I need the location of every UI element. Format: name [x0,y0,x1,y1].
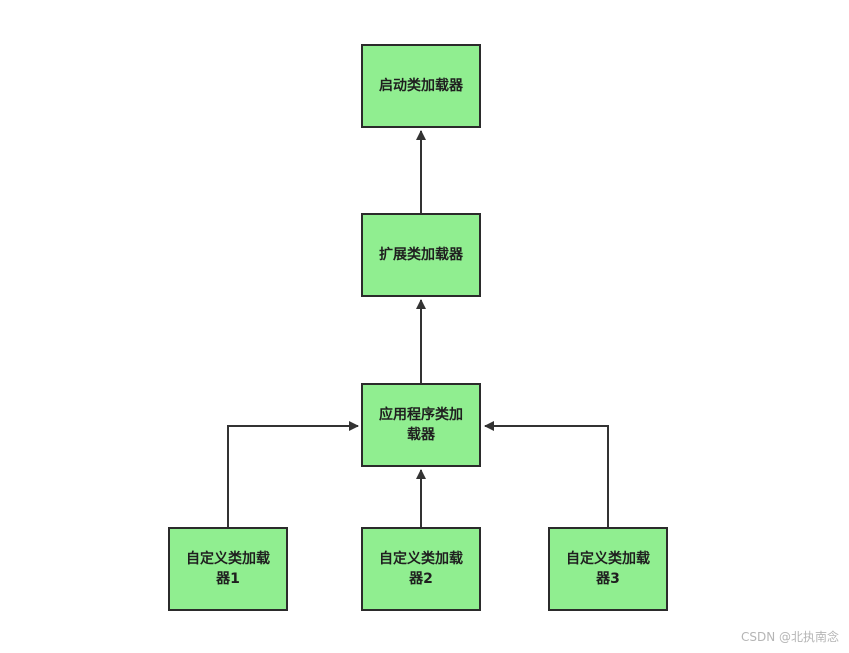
node-custom-class-loader-3: 自定义类加载器3 [548,527,668,611]
node-bootstrap-class-loader: 启动类加载器 [361,44,481,128]
edge-custom1-to-application [227,421,359,527]
node-label: 扩展类加载器 [379,247,463,263]
edge-custom3-to-application [484,421,609,527]
node-label: 自定义类加载器2 [379,551,463,587]
node-label: 应用程序类加载器 [379,407,463,443]
node-label: 启动类加载器 [379,78,463,94]
node-label: 自定义类加载器1 [186,551,270,587]
node-custom-class-loader-1: 自定义类加载器1 [168,527,288,611]
node-extension-class-loader: 扩展类加载器 [361,213,481,297]
watermark: CSDN @北执南念 [740,630,839,644]
node-custom-class-loader-2: 自定义类加载器2 [361,527,481,611]
node-application-class-loader: 应用程序类加载器 [361,383,481,467]
node-label: 自定义类加载器3 [566,551,650,587]
